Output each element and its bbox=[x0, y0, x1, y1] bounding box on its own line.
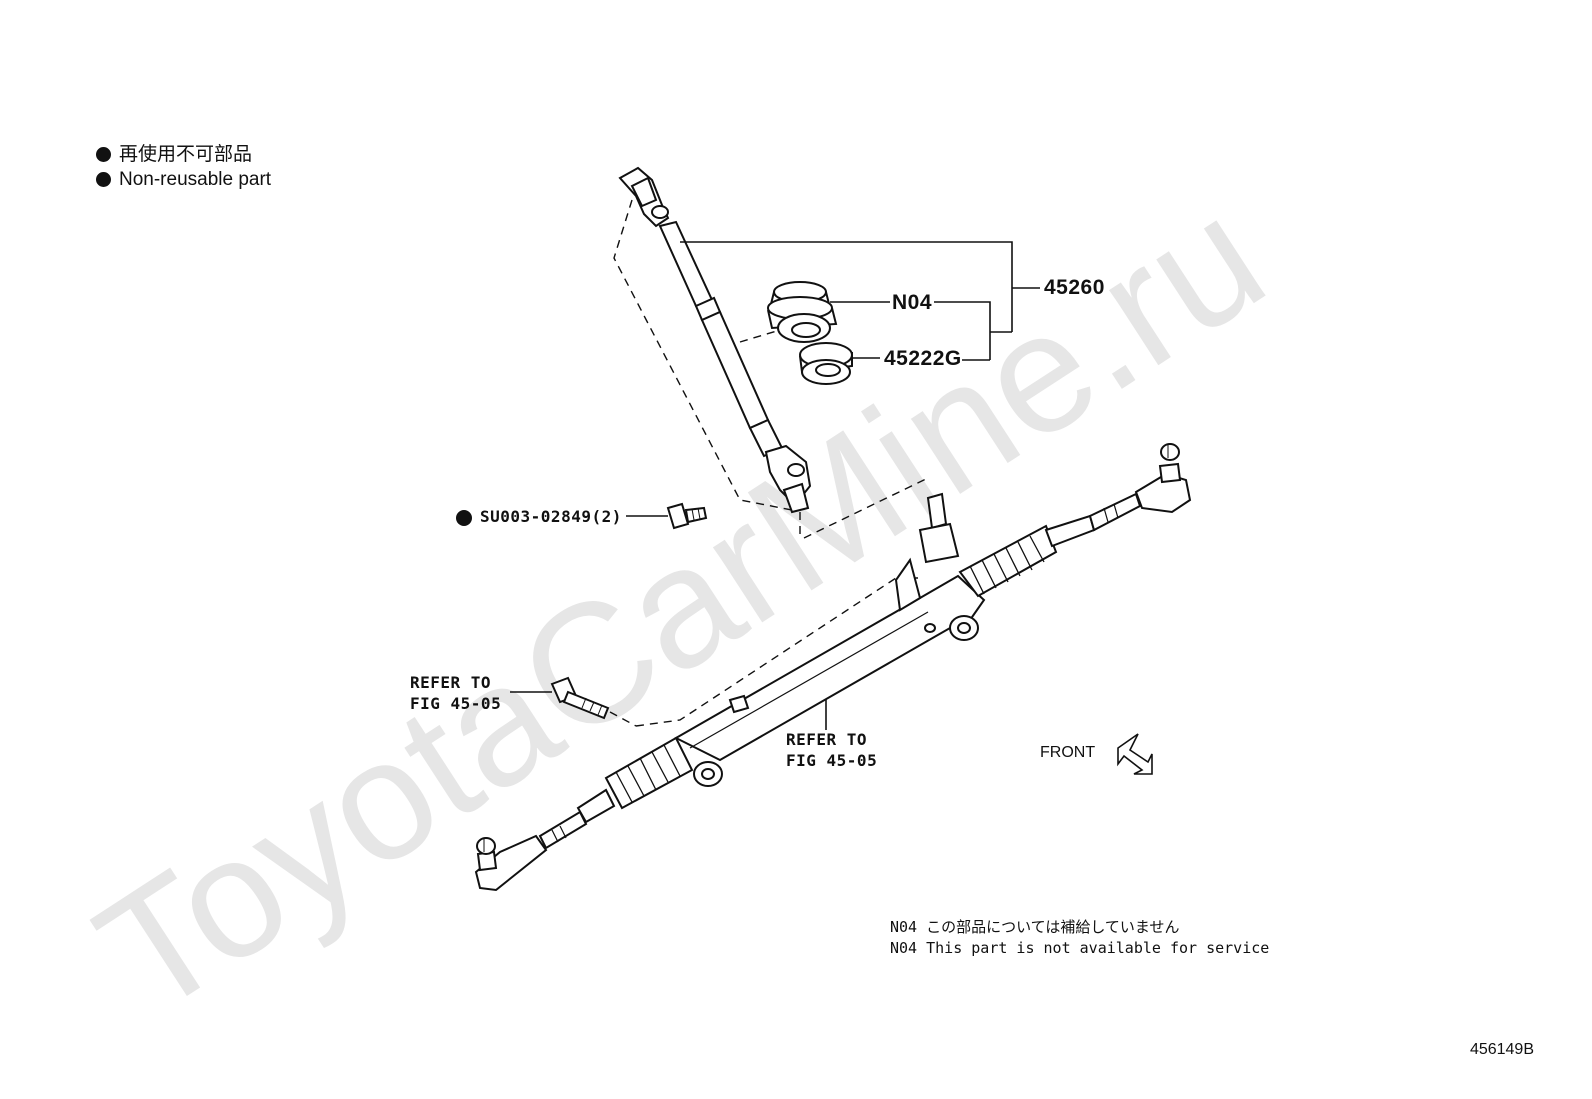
phantom-line-right bbox=[803, 477, 929, 539]
part-number-45222g: 45222G bbox=[884, 347, 962, 370]
right-tie-rod-end bbox=[1088, 443, 1192, 532]
part-number-n04: N04 bbox=[892, 291, 933, 314]
bolt-su003 bbox=[666, 502, 708, 530]
left-tie-rod-end bbox=[474, 810, 588, 892]
service-note-en: N04 This part is not available for servi… bbox=[890, 939, 1270, 957]
part-number-45260: 45260 bbox=[1044, 276, 1105, 299]
non-reusable-dot-icon bbox=[456, 510, 472, 526]
legend-row-ja: 再使用不可部品 bbox=[96, 142, 271, 167]
service-note: N04 この部品については補給していません N04 This part is n… bbox=[890, 917, 1269, 959]
rack-ref-line1: REFER TO bbox=[786, 730, 868, 749]
front-arrow-icon bbox=[1117, 733, 1153, 775]
front-label: FRONT bbox=[1040, 744, 1096, 761]
bolt-ref-line2: FIG 45-05 bbox=[410, 694, 502, 713]
right-rack-boot bbox=[958, 514, 1096, 598]
phantom-line-left bbox=[613, 199, 793, 511]
left-rack-boot bbox=[576, 736, 694, 824]
intermediate-shaft bbox=[618, 166, 812, 540]
legend-text-en: Non-reusable part bbox=[119, 169, 272, 190]
rack-bolt bbox=[550, 676, 637, 727]
bolt-reference: REFER TO FIG 45-05 bbox=[410, 672, 501, 714]
boot-n04 bbox=[767, 281, 838, 343]
seal-45222g bbox=[799, 342, 853, 385]
legend: 再使用不可部品 Non-reusable part bbox=[96, 142, 271, 192]
bolt-ref-line1: REFER TO bbox=[410, 673, 492, 692]
service-note-ja: N04 この部品については補給していません bbox=[890, 918, 1180, 936]
legend-text-ja: 再使用不可部品 bbox=[119, 144, 253, 165]
steering-rack-housing bbox=[673, 492, 986, 787]
rack-reference: REFER TO FIG 45-05 bbox=[786, 729, 877, 771]
rack-ref-line2: FIG 45-05 bbox=[786, 751, 878, 770]
non-reusable-dot-icon bbox=[96, 172, 111, 187]
part-number-su003: SU003-02849(2) bbox=[480, 507, 622, 526]
figure-code: 456149B bbox=[1469, 1041, 1534, 1058]
non-reusable-dot-icon bbox=[96, 147, 111, 162]
legend-row-en: Non-reusable part bbox=[96, 167, 271, 192]
leader-lines bbox=[510, 241, 1040, 730]
